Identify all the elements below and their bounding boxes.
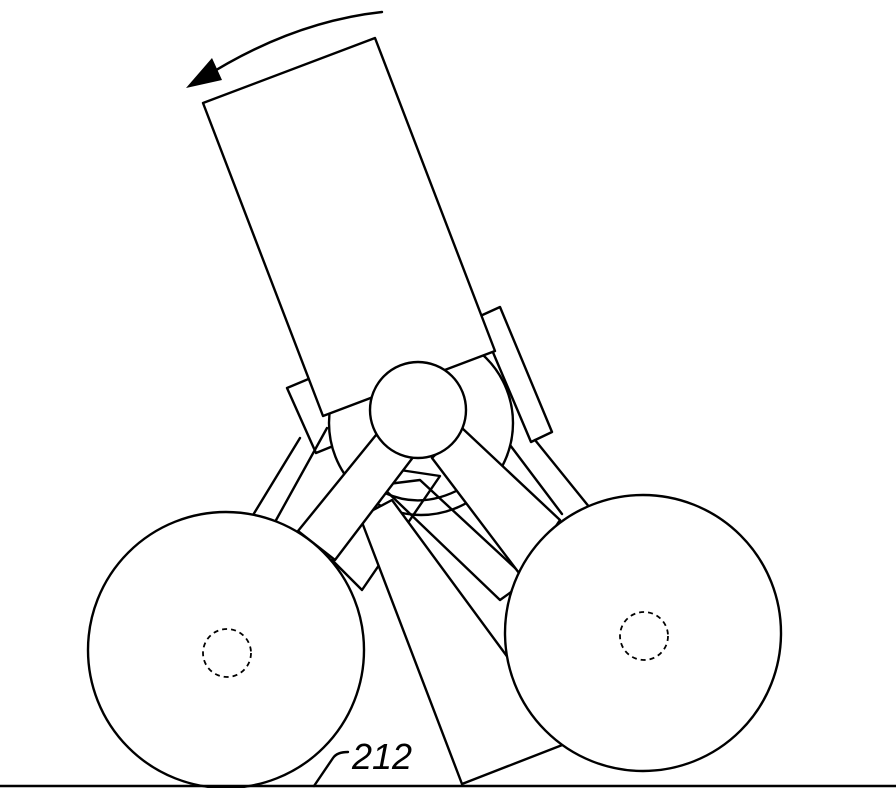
left-wheel-axle-icon bbox=[202, 628, 252, 678]
left-wheel-rim bbox=[86, 510, 366, 788]
reference-numeral: 212 bbox=[351, 736, 412, 777]
reference-label-212: 212 bbox=[312, 736, 412, 788]
left-wheel bbox=[86, 510, 366, 788]
pivot-hub bbox=[368, 360, 468, 460]
right-support-strut bbox=[508, 438, 592, 516]
main-tube-body bbox=[201, 36, 497, 418]
hub-lower-arc bbox=[383, 486, 464, 502]
right-wheel-axle-icon bbox=[619, 611, 669, 661]
rotation-arrow bbox=[186, 10, 384, 88]
right-wheel bbox=[503, 493, 783, 773]
arrow-head-icon bbox=[186, 58, 222, 88]
right-mount-plate bbox=[476, 305, 554, 444]
right-wheel-rim bbox=[503, 493, 783, 773]
left-support-strut bbox=[248, 426, 329, 524]
leader-line bbox=[312, 750, 350, 788]
